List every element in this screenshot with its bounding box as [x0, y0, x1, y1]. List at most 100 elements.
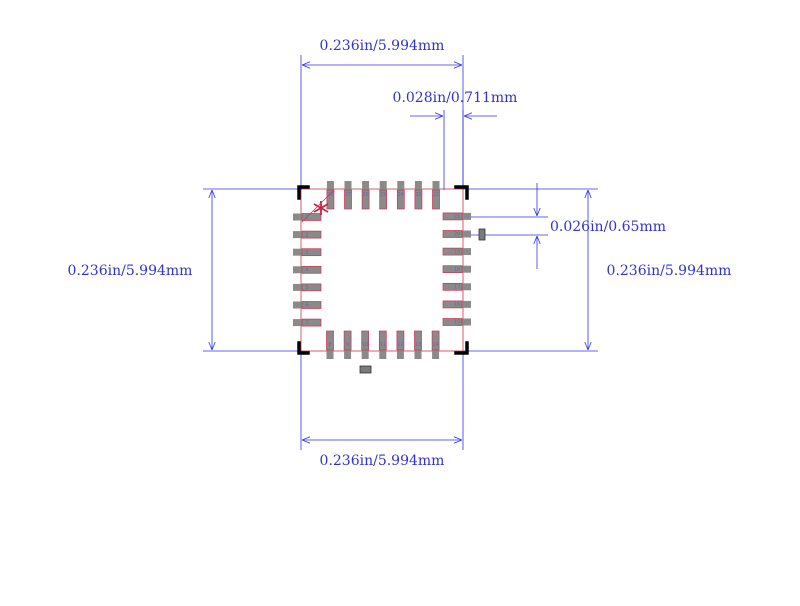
- pad-outline: [326, 330, 334, 351]
- pad-body: [432, 181, 440, 209]
- pad-body: [432, 331, 440, 359]
- pad-outline: [344, 189, 352, 210]
- pad-4: 4: [293, 265, 322, 274]
- pad-23: 23: [414, 181, 423, 210]
- pin-number-label: 24: [398, 192, 404, 198]
- pad-outline: [301, 230, 322, 239]
- pad-body: [293, 248, 321, 256]
- pad-5: 5: [293, 283, 322, 292]
- pad-outline: [442, 300, 463, 309]
- pad-22: 22: [432, 181, 440, 210]
- pin-number-label: 23: [415, 192, 421, 198]
- pad-outline: [414, 189, 423, 210]
- pad-body: [379, 331, 387, 359]
- pad-21: 21: [442, 212, 471, 221]
- pad-25: 25: [379, 181, 388, 210]
- pin-number-label: 20: [454, 232, 460, 238]
- pad-outline: [442, 230, 463, 238]
- pad-17: 17: [442, 282, 471, 291]
- exposed-pad-tab-right: [478, 228, 486, 241]
- pad-body: [443, 248, 471, 256]
- pad-outline: [431, 330, 440, 351]
- dim-pad-width-label: 0.028in/0.711mm: [393, 90, 518, 106]
- pad-3: 3: [293, 248, 322, 257]
- pad-13: 13: [414, 330, 422, 359]
- pad-2: 2: [293, 230, 322, 239]
- package-outline: [300, 188, 464, 352]
- dim-pitch-label: 0.026in/0.65mm: [550, 219, 666, 235]
- pad-9: 9: [343, 330, 352, 359]
- pin-number-label: 1: [305, 215, 308, 221]
- pad-outline: [361, 330, 370, 351]
- pin-number-label: 22: [433, 192, 439, 198]
- pad-body: [293, 301, 321, 309]
- dim-left-height-label: 0.236in/5.994mm: [68, 263, 193, 279]
- pad-body: [414, 331, 422, 359]
- pad-8: 8: [326, 330, 334, 359]
- pad-body: [443, 212, 471, 220]
- pin-number-label: 21: [454, 214, 460, 220]
- pad-15: 15: [442, 318, 471, 326]
- pin-number-label: 8: [328, 342, 331, 348]
- pad-outline: [301, 301, 322, 309]
- pad-outline: [396, 189, 405, 210]
- pad-body: [414, 181, 422, 209]
- pad-body: [344, 181, 352, 209]
- pad-body: [443, 300, 471, 308]
- pad-body: [397, 181, 405, 209]
- pad-outline: [301, 248, 322, 257]
- pad-body: [443, 318, 471, 326]
- pad-24: 24: [396, 181, 405, 210]
- pin-number-label: 15: [454, 320, 460, 326]
- pad-outline: [442, 247, 463, 256]
- pin-number-label: 27: [345, 192, 351, 198]
- dim-bottom-width-label: 0.236in/5.994mm: [320, 453, 445, 469]
- pad-outline: [301, 318, 322, 327]
- pin-number-label: 19: [454, 249, 460, 255]
- pad-body: [293, 283, 321, 291]
- pin-number-label: 4: [305, 268, 308, 274]
- pin-number-label: 9: [346, 342, 349, 348]
- pad-7: 7: [293, 318, 322, 327]
- pad-outline: [301, 283, 322, 292]
- dim-right-height-label: 0.236in/5.994mm: [607, 263, 732, 279]
- pin-number-label: 7: [305, 320, 308, 326]
- pad-outline: [442, 318, 463, 326]
- pin-number-label: 5: [305, 285, 308, 291]
- pad-outline: [432, 189, 440, 210]
- pad-body: [326, 331, 334, 359]
- pin-number-label: 28: [327, 192, 333, 198]
- pad-outline: [442, 265, 463, 274]
- pad-outline: [301, 265, 322, 274]
- pad-6: 6: [293, 301, 322, 309]
- pad-body: [293, 319, 321, 327]
- pad-outline: [379, 189, 388, 210]
- pin-number-label: 18: [454, 267, 460, 273]
- pin-number-label: 12: [397, 342, 403, 348]
- pad-28: 28: [326, 181, 335, 210]
- dimension-lines: [203, 55, 598, 450]
- pad-outline: [301, 213, 322, 221]
- pin-number-label: 13: [415, 342, 421, 348]
- pin1-leader-line: [301, 189, 335, 223]
- pad-body: [443, 265, 471, 273]
- pad-27: 27: [344, 181, 352, 210]
- pad-body: [362, 181, 370, 209]
- pad-body: [344, 331, 352, 359]
- pad-body: [361, 331, 369, 359]
- pin-number-label: 3: [305, 250, 308, 256]
- pin-number-label: 25: [380, 192, 386, 198]
- pad-20: 20: [442, 230, 471, 238]
- pad-body: [379, 181, 387, 209]
- dim-top-width-label: 0.236in/5.994mm: [320, 38, 445, 54]
- pad-outline: [442, 282, 463, 291]
- pad-11: 11: [378, 330, 387, 359]
- pad-12: 12: [396, 330, 405, 359]
- pin-number-label: 10: [362, 342, 368, 348]
- pad-body: [293, 231, 321, 239]
- pad-body: [326, 181, 334, 209]
- pad-body: [443, 283, 471, 291]
- pad-26: 26: [361, 181, 370, 210]
